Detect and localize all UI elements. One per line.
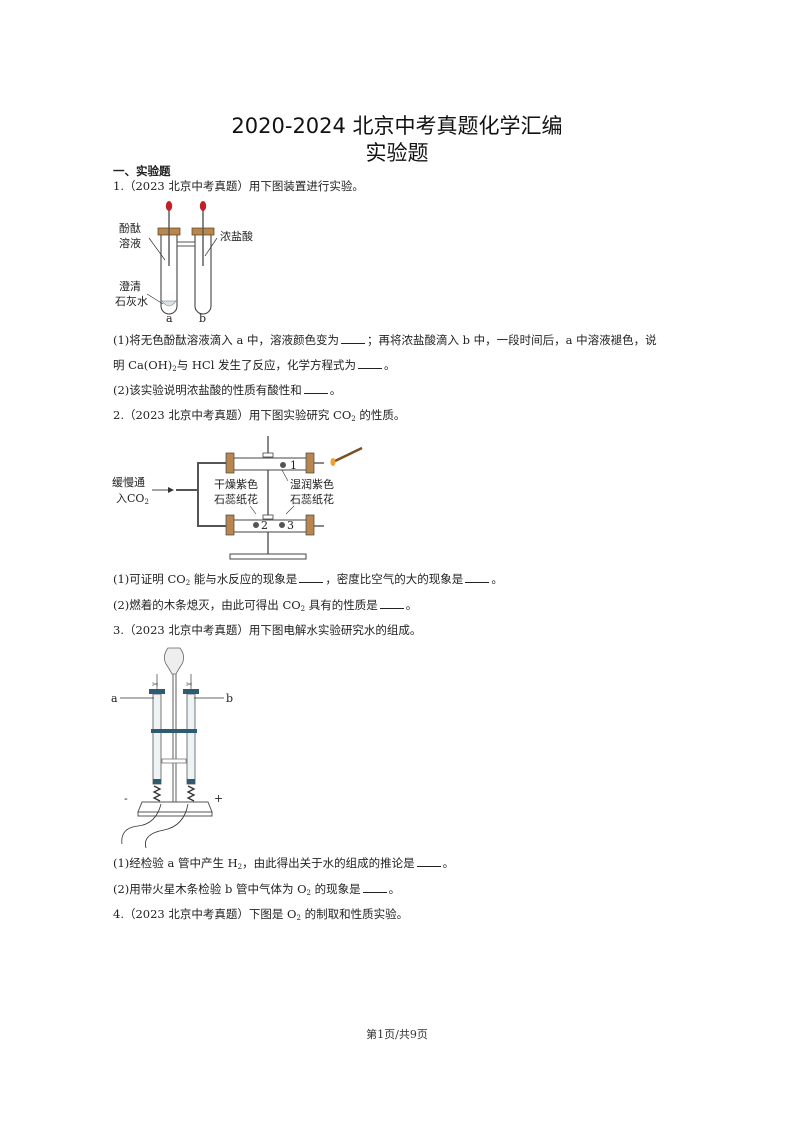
question-text: （2023 北京中考真题）用下图装置进行实验。: [123, 179, 364, 193]
answer-blank[interactable]: [340, 333, 365, 344]
question-3-part-1: (1)经检验 a 管中产生 H2，由此得出关于水的组成的推论是 。: [113, 855, 454, 875]
subscript: 2: [351, 415, 356, 423]
subscript: 2: [185, 579, 191, 587]
label-limewater-2: 石灰水: [115, 294, 148, 308]
answer-blank[interactable]: [362, 882, 387, 893]
text: 。: [491, 572, 503, 586]
question-4-stem: 4.（2023 北京中考真题）下图是 O2 的制取和性质实验。: [113, 906, 408, 926]
question-number: 3.: [113, 623, 124, 637]
answer-blank[interactable]: [379, 598, 404, 609]
document-title: 2020-2024 北京中考真题化学汇编: [231, 114, 563, 138]
label-tube-a: a: [111, 692, 118, 705]
figure-test-tubes: 酚酞 溶液 浓盐酸 澄清 石灰水 a b: [115, 201, 253, 323]
figure-co2-apparatus: 1 2 3 缓慢通 入CO2 干燥紫色 石蕊纸花 湿润紫色 石蕊纸花: [112, 436, 363, 560]
label-dry-flower-1: 干燥紫色: [214, 477, 258, 491]
answer-blank[interactable]: [358, 358, 383, 369]
question-text: （2023 北京中考真题）用下图实验研究 CO: [123, 408, 352, 422]
question-3-part-2: (2)用带火星木条检验 b 管中气体为 O2 的现象是 。: [113, 881, 400, 901]
label-phenolphthalein: 酚酞: [119, 221, 141, 235]
label-inlet-1: 缓慢通: [112, 476, 145, 489]
text: 与 HCl 发生了反应，化学方程式为: [176, 358, 357, 372]
label-tube-b: b: [226, 692, 233, 705]
svg-text:✂: ✂: [186, 680, 193, 689]
svg-text:✂: ✂: [152, 680, 159, 689]
answer-blank[interactable]: [416, 856, 441, 867]
subscript: 2: [300, 605, 306, 613]
label-flower-2: 2: [261, 519, 268, 532]
question-2-part-1: (1)可证明 CO2 能与水反应的现象是 ，密度比空气的大的现象是 。: [113, 571, 503, 591]
text: 能与水反应的现象是: [190, 572, 298, 586]
text: 。: [405, 598, 418, 612]
question-number: 4.: [113, 907, 124, 921]
section-heading: 一、实验题: [113, 164, 171, 178]
subscript: 2: [237, 863, 243, 871]
label-dry-flower-2: 石蕊纸花: [214, 493, 258, 506]
subscript: 2: [172, 365, 177, 373]
text: ；再将浓盐酸滴入 b 中，一段时间后，a 中溶液褪色，说: [366, 333, 657, 347]
document-subtitle: 实验题: [365, 141, 429, 165]
text: (2)燃着的木条熄灭，由此可得出 CO: [113, 598, 301, 612]
page-footer: 第1页/共9页: [366, 1028, 428, 1041]
label-limewater-1: 澄清: [119, 279, 141, 293]
question-text: （2023 北京中考真题）用下图电解水实验研究水的组成。: [123, 623, 422, 637]
question-text: （2023 北京中考真题）下图是 O: [123, 907, 297, 921]
question-1-part-2: (2)该实验说明浓盐酸的性质有酸性和 。: [113, 382, 341, 398]
label-solution: 溶液: [119, 236, 141, 250]
answer-blank[interactable]: [303, 383, 328, 394]
question-text: 的性质。: [355, 408, 406, 422]
text: 。: [329, 383, 342, 397]
question-1-stem: 1.（2023 北京中考真题）用下图装置进行实验。: [113, 178, 364, 194]
label-negative: -: [124, 792, 128, 805]
text: 。: [388, 882, 401, 896]
label-tube-a: a: [166, 312, 173, 323]
text: (1)经检验 a 管中产生 H: [113, 856, 238, 870]
question-2-part-2: (2)燃着的木条熄灭，由此可得出 CO2 具有的性质是 。: [113, 597, 417, 617]
text: ，密度比空气的大的现象是: [325, 572, 464, 586]
question-1-part-1-line-2: 明 Ca(OH)2与 HCl 发生了反应，化学方程式为 。: [113, 357, 396, 377]
text: 。: [442, 856, 455, 870]
label-flower-1: 1: [290, 459, 297, 472]
text: (1)可证明 CO: [113, 572, 186, 586]
answer-blank[interactable]: [299, 572, 324, 583]
label-wet-flower-2: 石蕊纸花: [290, 493, 334, 506]
question-number: 2.: [113, 408, 124, 422]
question-number: 1.: [113, 179, 124, 193]
label-conc-hcl: 浓盐酸: [220, 229, 253, 243]
label-wet-flower-1: 湿润紫色: [290, 477, 334, 491]
text: 。: [384, 358, 396, 372]
label-positive: +: [214, 792, 223, 805]
text: ，由此得出关于水的组成的推论是: [242, 856, 415, 870]
text: (2)用带火星木条检验 b 管中气体为 O: [113, 882, 307, 896]
question-3-stem: 3.（2023 北京中考真题）用下图电解水实验研究水的组成。: [113, 622, 421, 638]
text: (2)该实验说明浓盐酸的性质有酸性和: [113, 383, 302, 397]
question-text: 的制取和性质实验。: [300, 907, 409, 921]
label-tube-b: b: [199, 312, 206, 323]
text: 明 Ca(OH): [113, 358, 173, 372]
subscript: 2: [306, 889, 312, 897]
label-flower-3: 3: [287, 519, 294, 532]
text: (1)将无色酚酞溶液滴入 a 中，溶液颜色变为: [113, 333, 339, 347]
figure-electrolysis: ✂ ✂ a b - +: [111, 647, 233, 849]
question-1-part-1-line-1: (1)将无色酚酞溶液滴入 a 中，溶液颜色变为 ；再将浓盐酸滴入 b 中，一段时间…: [113, 332, 657, 348]
text: 的现象是: [311, 882, 361, 896]
subscript: 2: [296, 914, 301, 922]
text: 具有的性质是: [305, 598, 378, 612]
label-inlet-2: 入CO2: [116, 492, 149, 506]
answer-blank[interactable]: [465, 572, 490, 583]
question-2-stem: 2.（2023 北京中考真题）用下图实验研究 CO2 的性质。: [113, 407, 405, 427]
